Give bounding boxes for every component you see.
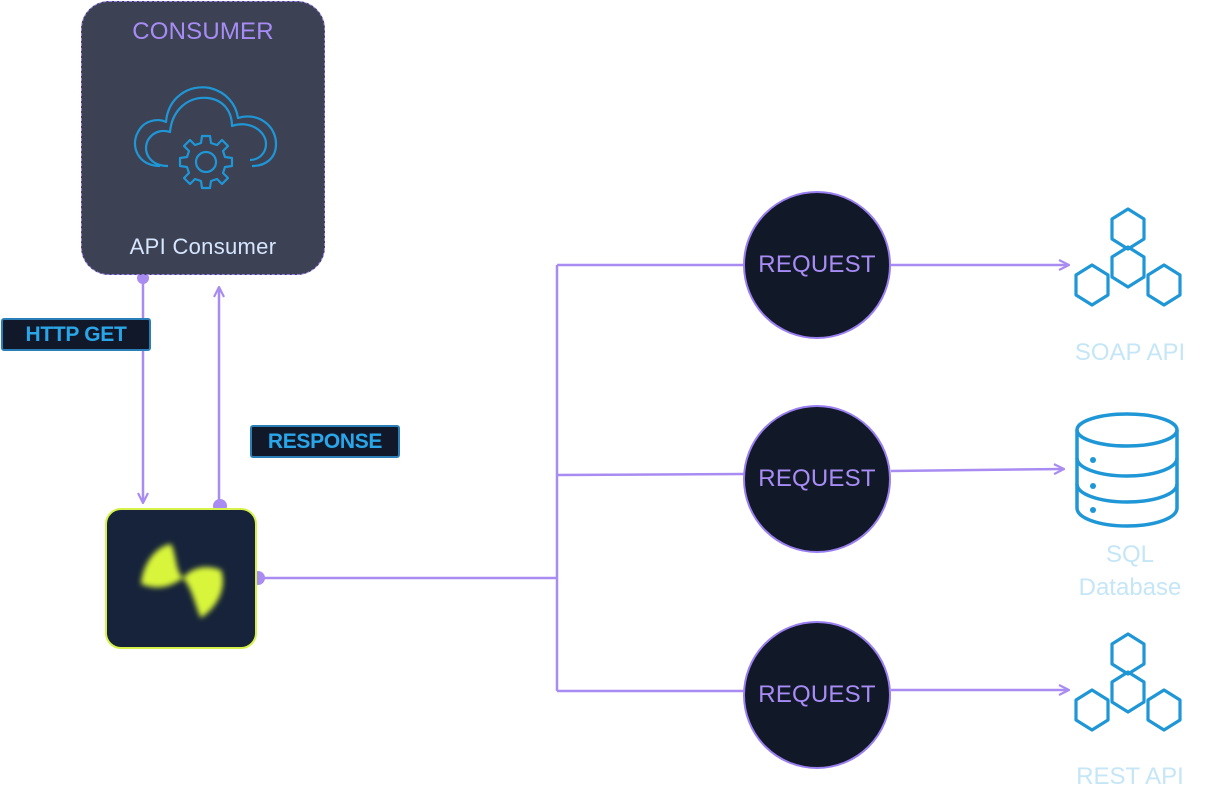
consumer-caption: API Consumer bbox=[129, 234, 277, 259]
request-node: REQUEST bbox=[743, 405, 891, 553]
request-node: REQUEST bbox=[743, 621, 891, 769]
rest-api-label: REST API bbox=[1076, 763, 1184, 790]
request-label: REQUEST bbox=[758, 251, 876, 278]
request-2-to-sql bbox=[890, 469, 1063, 471]
sql-database-label: SQL Database bbox=[1078, 541, 1182, 601]
rest-api-icon bbox=[1070, 630, 1190, 755]
request-label: REQUEST bbox=[758, 681, 876, 708]
gateway-logo-icon bbox=[131, 532, 235, 633]
bus-to-request-2 bbox=[556, 472, 745, 477]
consumer-box: CONSUMER API Consumer bbox=[81, 1, 325, 275]
cloud-gear-icon bbox=[128, 74, 280, 203]
soap-api-label: SOAP API bbox=[1074, 339, 1186, 366]
http-get-label: HTTP GET bbox=[1, 318, 151, 351]
response-label: RESPONSE bbox=[250, 425, 400, 458]
request-label: REQUEST bbox=[758, 465, 876, 492]
request-node: REQUEST bbox=[743, 191, 891, 339]
consumer-title: CONSUMER bbox=[132, 18, 274, 45]
http-get-origin-dot bbox=[137, 272, 149, 284]
soap-api-icon bbox=[1070, 205, 1190, 330]
database-icon bbox=[1073, 410, 1183, 535]
gateway-node bbox=[105, 508, 257, 649]
